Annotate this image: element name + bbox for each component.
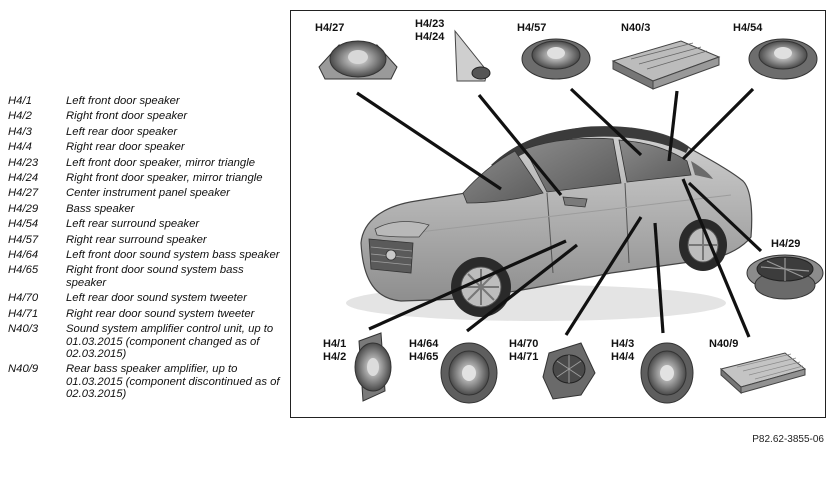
bass-speaker-icon: [746, 254, 824, 300]
legend-item: H4/3 Left rear door speaker: [8, 126, 280, 138]
callout-h4-29: H4/29: [771, 238, 800, 250]
legend-description: Right rear door sound system tweeter: [66, 307, 255, 320]
callout-h4-23: H4/23: [415, 18, 444, 30]
legend-code: H4/71: [8, 307, 39, 320]
rear-surround-speaker-right-icon: [521, 38, 591, 80]
legend-description: Left rear surround speaker: [66, 218, 200, 231]
legend-description: Center instrument panel speaker: [66, 187, 230, 200]
car-illustration: [346, 126, 753, 321]
speaker-layout-diagram: H4/27 H4/23 H4/24 H4/57 N40/3 H4/54 H4/2…: [315, 18, 824, 404]
legend-code: H4/3: [8, 125, 32, 138]
diagram-frame: H4/27 H4/23 H4/24 H4/57 N40/3 H4/54 H4/2…: [290, 10, 826, 418]
callout-h4-1: H4/1: [323, 338, 346, 350]
rear-door-tweeter-icon: [542, 342, 596, 400]
callout-n40-9: N40/9: [709, 338, 738, 350]
legend-description: Left front door sound system bass speake…: [66, 249, 280, 262]
legend-item: H4/27 Center instrument panel speaker: [8, 187, 280, 199]
rear-door-speaker-icon: [640, 342, 694, 404]
callout-h4-70: H4/70: [509, 338, 538, 350]
center-speaker-icon: [318, 40, 398, 80]
legend-item: N40/3 Sound system amplifier control unit…: [8, 323, 280, 360]
legend-code: H4/70: [8, 292, 39, 305]
callout-n40-3: N40/3: [621, 22, 650, 34]
front-door-speaker-icon: [354, 332, 392, 402]
legend-code: H4/24: [8, 172, 39, 185]
rear-surround-speaker-left-icon: [748, 38, 818, 80]
legend-description: Bass speaker: [66, 202, 135, 215]
legend-item: H4/4 Right rear door speaker: [8, 141, 280, 153]
leader-lines: [356, 87, 763, 338]
legend-code: H4/54: [8, 218, 39, 231]
legend-code: H4/64: [8, 249, 39, 262]
legend-item: H4/29 Bass speaker: [8, 203, 280, 215]
legend-code: H4/65: [8, 264, 39, 277]
rear-bass-amplifier-icon: [719, 352, 807, 395]
callout-labels: H4/27 H4/23 H4/24 H4/57 N40/3 H4/54 H4/2…: [315, 18, 800, 363]
legend-description: Left front door speaker: [66, 95, 180, 107]
legend-item: H4/71 Right rear door sound system tweete…: [8, 308, 280, 320]
legend-item: H4/57 Right rear surround speaker: [8, 234, 280, 246]
legend-description: Left rear door sound system tweeter: [66, 292, 247, 305]
callout-h4-54: H4/54: [733, 22, 763, 34]
legend-code: N40/9: [8, 363, 39, 376]
legend-item: H4/54 Left rear surround speaker: [8, 218, 280, 230]
legend-item: N40/9 Rear bass speaker amplifier, up to …: [8, 363, 280, 400]
callout-h4-65: H4/65: [409, 351, 438, 363]
callout-h4-3: H4/3: [611, 338, 634, 350]
callout-h4-64: H4/64: [409, 338, 439, 350]
legend-code: N40/3: [8, 323, 39, 336]
callout-h4-2: H4/2: [323, 351, 346, 363]
legend-code: H4/29: [8, 202, 39, 215]
legend-description: Left front door speaker, mirror triangle: [66, 156, 255, 169]
legend-description: Right rear surround speaker: [66, 233, 207, 246]
legend-description: Right front door speaker, mirror triangl…: [66, 172, 263, 185]
legend-item: H4/2 Right front door speaker: [8, 110, 280, 122]
callout-h4-27: H4/27: [315, 22, 344, 34]
legend-item: H4/65 Right front door sound system bass …: [8, 264, 280, 289]
amplifier-unit-icon: [611, 40, 721, 90]
legend-code: H4/1: [8, 95, 32, 107]
mirror-triangle-speaker-icon: [454, 29, 491, 82]
legend-item: H4/64 Left front door sound system bass s…: [8, 249, 280, 261]
legend-item: H4/1 Left front door speaker: [8, 95, 280, 107]
legend-item: H4/23 Left front door speaker, mirror tri…: [8, 157, 280, 169]
legend-code: H4/57: [8, 233, 39, 246]
legend-code: H4/2: [8, 110, 32, 123]
figure-code: P82.62-3855-06: [752, 434, 824, 445]
legend-code: H4/4: [8, 141, 32, 154]
legend-description: Right rear door speaker: [66, 141, 185, 154]
legend-item: H4/70 Left rear door sound system tweeter: [8, 292, 280, 304]
callout-h4-71: H4/71: [509, 351, 538, 363]
legend-code: H4/27: [8, 187, 39, 200]
callout-h4-24: H4/24: [415, 31, 445, 43]
front-door-bass-speaker-icon: [440, 342, 498, 404]
legend-description: Right front door speaker: [66, 110, 188, 123]
legend-code: H4/23: [8, 156, 39, 169]
legend-description: Right front door sound system bass speak…: [66, 264, 244, 289]
legend-description: Left rear door speaker: [66, 125, 178, 138]
legend-description: Sound system amplifier control unit, up …: [66, 323, 274, 360]
legend-description: Rear bass speaker amplifier, up to 01.03…: [66, 363, 280, 401]
legend-item: H4/24 Right front door speaker, mirror tr…: [8, 172, 280, 184]
callout-h4-4: H4/4: [611, 351, 635, 363]
callout-h4-57: H4/57: [517, 22, 546, 34]
